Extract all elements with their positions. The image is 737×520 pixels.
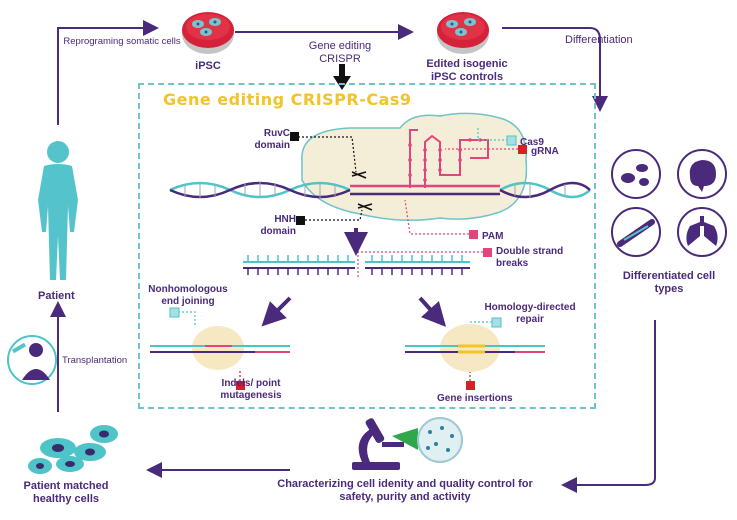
ruvc-marker <box>290 132 299 141</box>
nhej-strand <box>150 326 290 370</box>
transplantation-label: Transplantation <box>62 355 128 366</box>
differentiation-label: Differentiation <box>565 34 633 46</box>
insertions-label: Gene insertions <box>437 393 513 404</box>
blood-cells-icon <box>621 164 649 186</box>
hdr-marker <box>491 317 502 328</box>
grna-label: gRNA <box>531 146 559 157</box>
dsb-marker <box>483 248 492 257</box>
hnh-label: HNH domain <box>260 214 296 237</box>
muscle-fiber-icon <box>617 219 655 247</box>
cas9-label: Cas9 <box>520 137 544 148</box>
ruvc-label: RuvC domain <box>254 128 290 151</box>
brain-icon <box>689 160 716 192</box>
microscope-icon <box>352 418 404 470</box>
reprogramming-label: Reprograming somatic cells <box>63 36 181 47</box>
crispr-panel <box>138 83 596 409</box>
cas9-marker <box>506 135 517 146</box>
healthy-cells-icon <box>28 425 118 474</box>
patient-silhouette-icon <box>38 141 78 280</box>
strand-ticks <box>247 255 463 275</box>
crispr-title: Gene editing CRISPR-Cas9 <box>163 90 412 109</box>
patient-label: Patient <box>38 290 75 302</box>
cycle-arrows <box>50 20 656 493</box>
pam-marker <box>469 230 478 239</box>
nhej-label: Nonhomologous end joining <box>148 284 228 307</box>
scissors-icon <box>351 171 373 211</box>
edited-dish-icon <box>437 12 489 54</box>
indels-marker <box>236 381 245 390</box>
nhej-marker <box>169 307 180 318</box>
nhej-arrow-icon <box>261 296 292 327</box>
ipsc-label: iPSC <box>195 60 221 72</box>
lungs-icon <box>686 216 718 246</box>
hdr-strand <box>405 324 545 372</box>
microscope-view-icon <box>392 417 463 463</box>
dsb-label: Double strand breaks <box>496 246 564 269</box>
transplant-icon <box>7 335 57 385</box>
gene-editing-label: Gene editing CRISPR <box>308 40 372 65</box>
ipsc-dish-icon <box>182 12 234 54</box>
insertion-marker <box>466 381 475 390</box>
pam-label: PAM <box>482 231 504 242</box>
hdr-arrow-icon <box>418 296 447 327</box>
indels-label: Indels/ point mutagenesis <box>220 378 282 401</box>
healthy-cells-label: Patient matched healthy cells <box>23 480 109 505</box>
grna-marker <box>518 145 527 154</box>
characterizing-label: Characterizing cell idenity and quality … <box>277 478 533 503</box>
hdr-label: Homology-directed repair <box>484 302 576 325</box>
edited-controls-label: Edited isogenic iPSC controls <box>426 58 508 83</box>
hnh-marker <box>296 216 305 225</box>
dna-rungs <box>184 182 566 198</box>
differentiated-types-label: Differentiated cell types <box>622 270 716 295</box>
